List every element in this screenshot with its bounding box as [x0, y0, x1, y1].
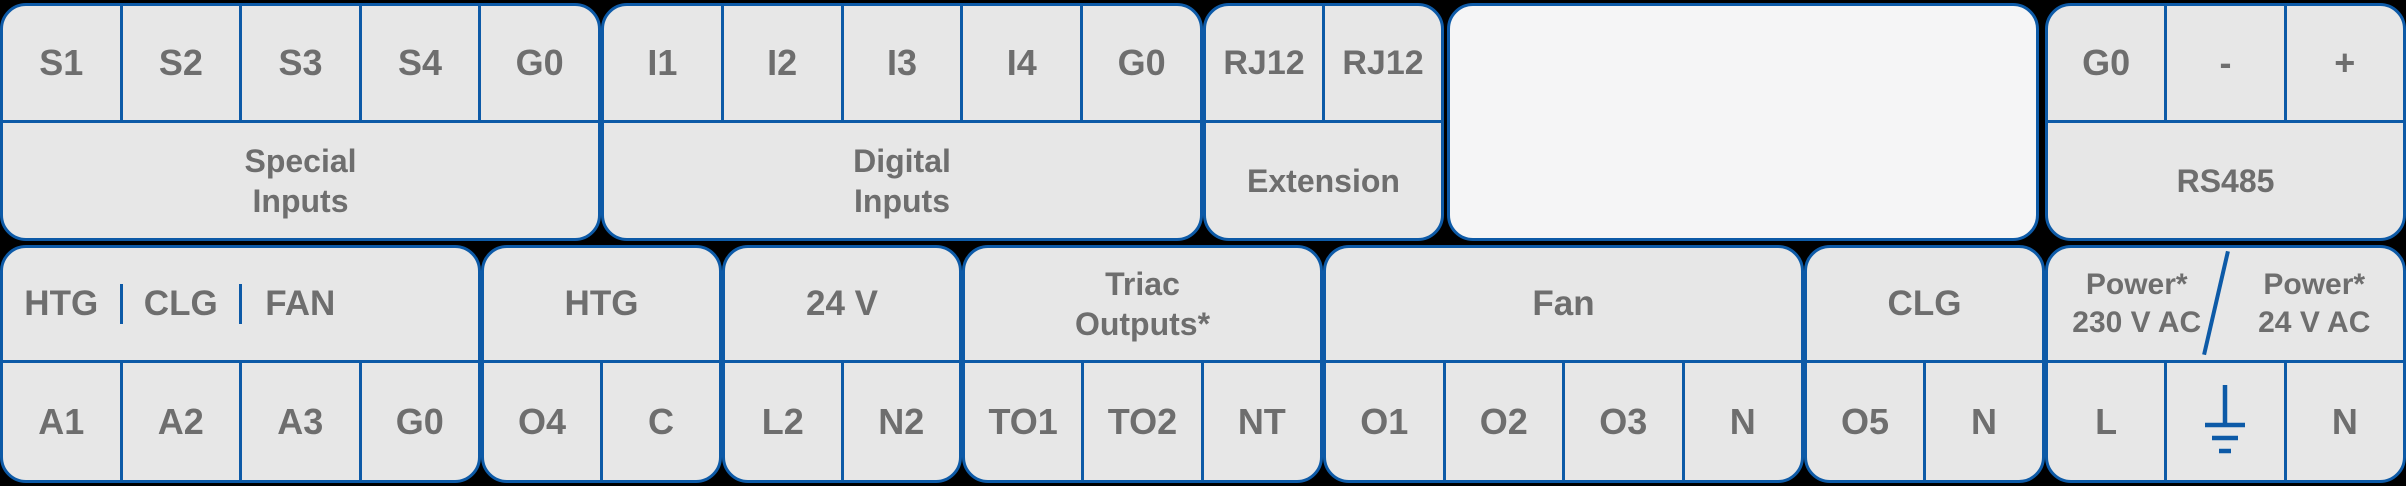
block-blank-module — [1447, 3, 2039, 241]
block-triac-outputs: Triac Outputs* TO1 TO2 NT — [962, 245, 1323, 483]
terminal-i1: I1 — [647, 42, 678, 83]
label-fan-a3: FAN — [239, 284, 359, 324]
special-inputs-group-label: Special Inputs — [3, 123, 598, 238]
terminal-a1: A1 — [38, 400, 85, 442]
fan-label-text: Fan — [1532, 284, 1595, 323]
block-rs485: G0 - + RS485 — [2045, 3, 2406, 241]
terminal-to1: TO1 — [988, 400, 1058, 442]
terminal-g0-rs485: G0 — [2082, 42, 2131, 83]
24v-terminal-row: L2 N2 — [725, 363, 959, 480]
24v-group-label: 24 V — [725, 248, 959, 363]
terminal-o5: O5 — [1840, 400, 1890, 442]
block-24v: 24 V L2 N2 — [722, 245, 962, 483]
label-clg-a2: CLG — [119, 284, 240, 324]
terminal-c: C — [600, 363, 719, 480]
terminal-minus: - — [2164, 6, 2283, 120]
terminal-n-fan: N — [1681, 363, 1802, 480]
triac-outputs-group-label: Triac Outputs* — [965, 248, 1320, 363]
extension-terminal-row: RJ12 RJ12 — [1206, 6, 1441, 123]
terminal-n-clg: N — [1923, 363, 2042, 480]
block-power: Power* 230 V AC Power* 24 V AC L — [2045, 245, 2406, 483]
terminal-o4: O4 — [517, 400, 567, 442]
htg-terminal-row: O4 C — [484, 363, 719, 480]
clg-terminal-row: O5 N — [1807, 363, 2042, 480]
block-digital-inputs: I1 I2 I3 I4 G0 Digital Inputs — [601, 3, 1203, 241]
terminal-g0-special: G0 — [478, 6, 598, 120]
power-group-label: Power* 230 V AC Power* 24 V AC — [2048, 248, 2403, 363]
power-24vac-label: Power* 24 V AC — [2226, 266, 2404, 342]
special-inputs-label-line1: Special — [244, 142, 357, 179]
block-fan: Fan O1 O2 O3 N — [1323, 245, 1804, 483]
terminal-i3: I3 — [840, 6, 961, 120]
analog-outputs-label-row: HTG CLG FAN — [3, 248, 478, 363]
terminal-n2: N2 — [840, 363, 960, 480]
block-analog-outputs: HTG CLG FAN A1 A2 A3 G0 — [0, 245, 481, 483]
clg-group-label: CLG — [1807, 248, 2042, 363]
24v-label-text: 24 V — [806, 284, 878, 323]
terminal-s4: S4 — [358, 6, 479, 120]
block-special-inputs: S1 S2 S3 S4 G0 Special Inputs — [0, 3, 601, 241]
fan-group-label: Fan — [1326, 248, 1801, 363]
block-extension: RJ12 RJ12 Extension — [1203, 3, 1444, 241]
power-terminal-row: L N — [2048, 363, 2403, 480]
label-htg-a1: HTG — [24, 284, 99, 323]
terminal-n-power: N — [2283, 363, 2403, 480]
block-htg: HTG O4 C — [481, 245, 722, 483]
htg-group-label: HTG — [484, 248, 719, 363]
power-230-label-line2: 230 V AC — [2072, 306, 2202, 339]
special-inputs-terminal-row: S1 S2 S3 S4 G0 — [3, 6, 598, 123]
power-24-label-line1: Power* — [2263, 268, 2366, 301]
power-24-label-line2: 24 V AC — [2258, 306, 2371, 339]
terminal-g0-analog: G0 — [358, 363, 479, 480]
terminal-l2: L2 — [761, 400, 804, 442]
terminal-l-live: L — [2095, 400, 2118, 442]
terminal-a3: A3 — [239, 363, 359, 480]
terminal-i4: I4 — [960, 6, 1080, 120]
terminal-plus: + — [2283, 6, 2403, 120]
terminal-o1: O1 — [1360, 400, 1409, 442]
rs485-terminal-row: G0 - + — [2048, 6, 2403, 123]
terminal-nt: NT — [1200, 363, 1320, 480]
analog-outputs-terminal-row: A1 A2 A3 G0 — [3, 363, 478, 480]
triac-label-line2: Outputs* — [1074, 306, 1211, 342]
power-230-label-line1: Power* — [2085, 268, 2188, 301]
terminal-rj12-2: RJ12 — [1322, 6, 1441, 120]
triac-outputs-terminal-row: TO1 TO2 NT — [965, 363, 1320, 480]
extension-label-text: Extension — [1247, 162, 1400, 199]
terminal-a2: A2 — [119, 363, 240, 480]
terminal-g0-digital: G0 — [1080, 6, 1200, 120]
special-inputs-label-line2: Inputs — [252, 182, 349, 219]
power-230vac-label: Power* 230 V AC — [2048, 266, 2226, 342]
rs485-label-text: RS485 — [2176, 162, 2275, 199]
earth-ground-icon — [2203, 384, 2247, 459]
terminal-s3: S3 — [239, 6, 359, 120]
digital-inputs-terminal-row: I1 I2 I3 I4 G0 — [604, 6, 1200, 123]
terminal-s2: S2 — [119, 6, 240, 120]
htg-label-text: HTG — [564, 284, 639, 323]
terminal-rj12-1: RJ12 — [1223, 43, 1305, 82]
terminal-o3: O3 — [1562, 363, 1682, 480]
digital-inputs-label-line2: Inputs — [854, 182, 950, 219]
digital-inputs-label-line1: Digital — [853, 142, 951, 179]
clg-label-text: CLG — [1887, 284, 1962, 323]
terminal-to2: TO2 — [1081, 363, 1200, 480]
terminal-earth — [2164, 363, 2283, 480]
digital-inputs-group-label: Digital Inputs — [604, 123, 1200, 238]
terminal-i2: I2 — [720, 6, 841, 120]
fan-terminal-row: O1 O2 O3 N — [1326, 363, 1801, 480]
triac-label-line1: Triac — [1105, 266, 1180, 302]
terminal-s1: S1 — [39, 42, 84, 83]
terminal-o2: O2 — [1442, 363, 1563, 480]
rs485-group-label: RS485 — [2048, 123, 2403, 238]
block-clg: CLG O5 N — [1804, 245, 2045, 483]
extension-group-label: Extension — [1206, 123, 1441, 238]
